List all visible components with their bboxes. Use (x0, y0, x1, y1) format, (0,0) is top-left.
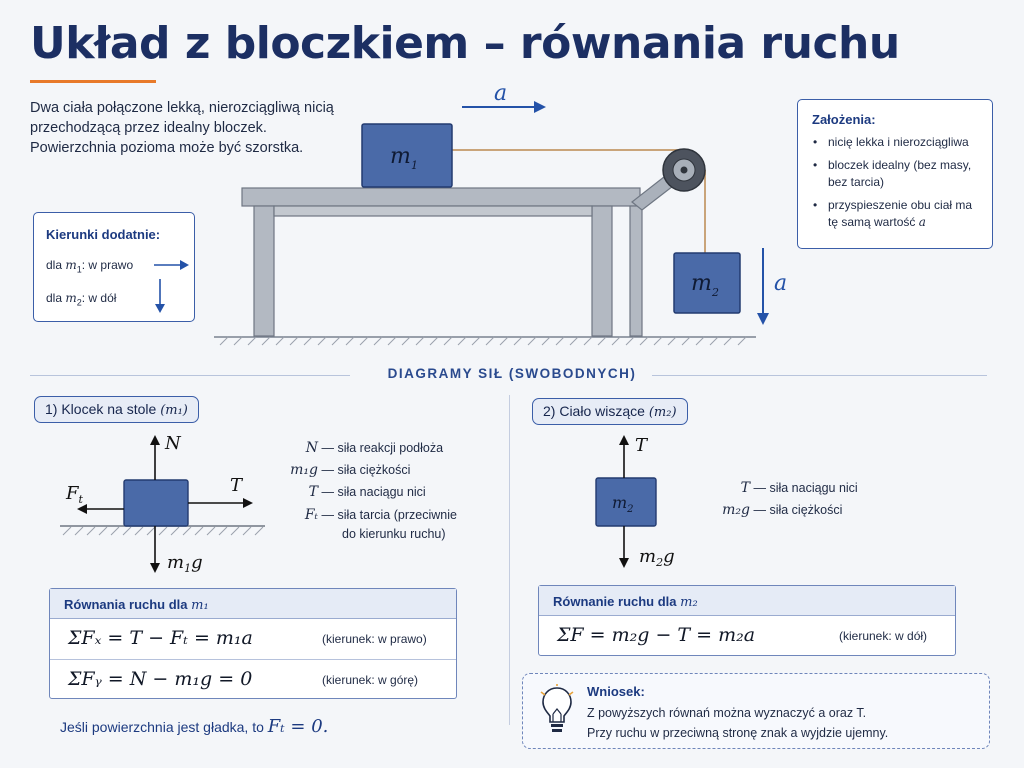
block-m2-label: m (691, 271, 712, 296)
panel-divider (509, 395, 510, 725)
svg-text:2: 2 (711, 286, 719, 299)
panel1-eq-title: Równania ruchu dla m₁ (50, 589, 456, 619)
force-N-label: N (164, 433, 182, 454)
assumption-item: bloczek idealny (bez masy, bez tarcia) (812, 157, 984, 191)
panel2-equation-box: Równanie ruchu dla m₂ ΣF = m₂g − T = m₂a… (538, 585, 956, 656)
equation-sum-fx: ΣFₓ = T − Fₜ = m₁a (68, 627, 253, 649)
panel1-equations-box: Równania ruchu dla m₁ ΣFₓ = T − Fₜ = m₁a… (49, 588, 457, 699)
direction-m2: dla m2: w dół (46, 291, 117, 308)
fbd-m2-block-label: m2 (612, 493, 634, 515)
panel1-legend: N — siła reakcji podłoża m₁g — siła cięż… (290, 440, 457, 541)
block-m2 (673, 252, 741, 314)
positive-directions-box: Kierunki dodatnie: dla m1: w prawo dla m… (33, 212, 195, 322)
equation-sum-f-note: (kierunek: w dół) (839, 629, 928, 643)
force-weight-label: m1g (167, 552, 203, 575)
block-m1-label: m (390, 144, 411, 169)
accel-label-v: a (774, 271, 787, 296)
equation-sum-f: ΣF = m₂g − T = m₂a (557, 624, 756, 646)
lightbulb-icon (540, 684, 574, 732)
arrow-right-icon (154, 260, 189, 270)
force-T2-label: T (635, 435, 649, 456)
panel2-eq-title: Równanie ruchu dla m₂ (539, 586, 955, 616)
block-m1 (361, 123, 453, 188)
title-underline (30, 80, 156, 83)
conclusion-line-2: Przy ruchu w przeciwną stronę znak a wyj… (587, 726, 889, 740)
fbd-m2-block (595, 477, 657, 527)
directions-title: Kierunki dodatnie: (46, 227, 161, 242)
force-weight2-label: m2g (639, 546, 675, 569)
section-rule-left (30, 375, 350, 376)
panel1-title: 1) Klocek na stole (m₁) (34, 396, 199, 423)
direction-m1: dla m1: w prawo (46, 258, 134, 275)
table (241, 187, 643, 337)
intro-text: Dwa ciała połączone lekką, nierozciągliw… (30, 100, 334, 156)
assumption-item: przyspieszenie obu ciał ma tę samą warto… (812, 197, 984, 231)
svg-text:1: 1 (411, 159, 418, 172)
accel-label-h: a (494, 81, 507, 106)
page-title: Układ z bloczkiem – równania ruchu (30, 18, 900, 69)
assumption-item: nicię lekka i nierozciągliwa (812, 134, 984, 151)
conclusion-box: Wniosek: Z powyższych równań można wyzna… (522, 673, 990, 749)
force-T-label: T (230, 475, 244, 496)
equation-sum-fx-note: (kierunek: w prawo) (322, 632, 427, 646)
equation-sum-fy: ΣFᵧ = N − m₁g = 0 (68, 668, 253, 690)
fbd-m1-block (123, 479, 189, 527)
force-Ft-label: Ft (65, 483, 84, 506)
equation-sum-fy-note: (kierunek: w górę) (322, 673, 419, 687)
smooth-surface-note: Jeśli powierzchnia jest gładka, to Fₜ = … (60, 716, 329, 737)
panel2-legend: T — siła naciągu nici m₂g — siła ciężkoś… (722, 480, 858, 518)
arrow-down-icon (155, 279, 165, 313)
assumptions-title: Założenia: (812, 112, 876, 127)
section-rule-right (652, 375, 987, 376)
panel2-title: 2) Ciało wiszące (m₂) (532, 398, 688, 425)
conclusion-line-1: Z powyższych równań można wyznaczyć a or… (587, 706, 867, 720)
fbd-m2: m2 T m2g (595, 435, 675, 569)
section-label: DIAGRAMY SIŁ (SWOBODNYCH) (387, 366, 637, 381)
assumptions-box: Założenia: nicię lekka i nierozciągliwa … (797, 99, 993, 249)
assumptions-list: nicię lekka i nierozciągliwa bloczek ide… (812, 134, 984, 237)
setup-diagram: m 1 m 2 a a (214, 81, 787, 346)
conclusion-title: Wniosek: (587, 684, 645, 699)
fbd-m1: N m1g T Ft (60, 433, 265, 575)
